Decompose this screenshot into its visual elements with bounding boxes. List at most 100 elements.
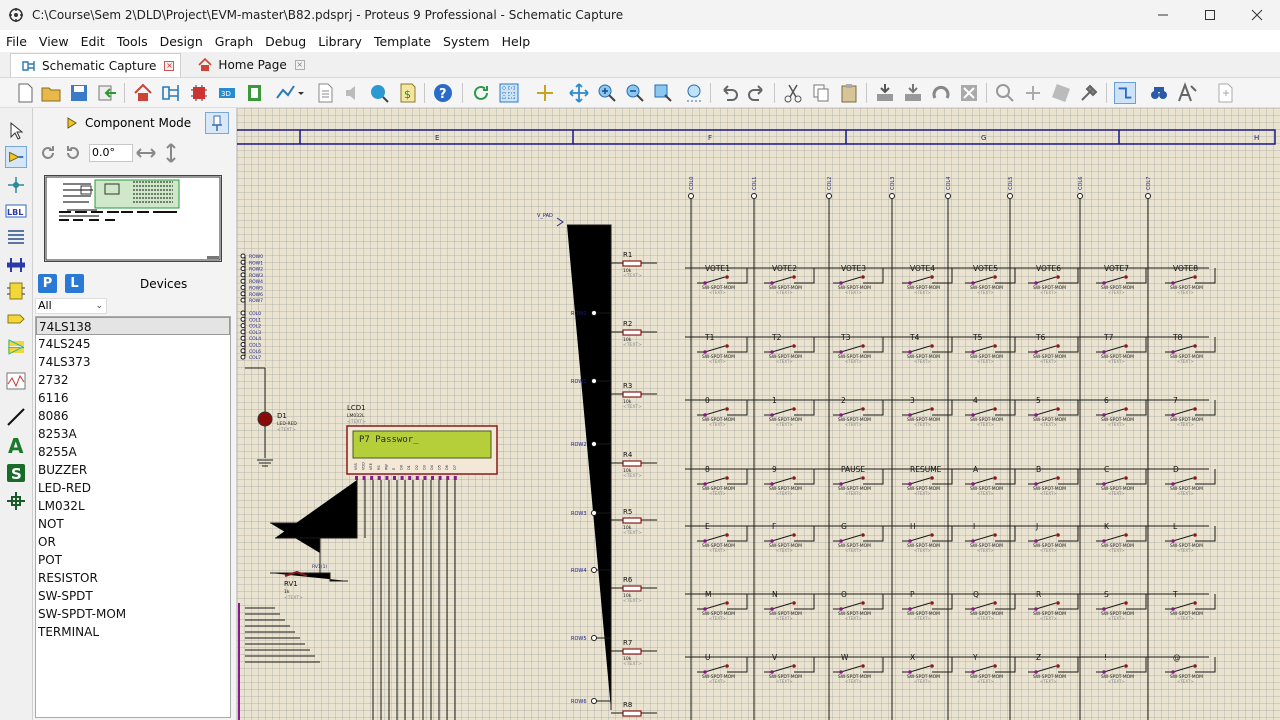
terminals-mode-icon[interactable] (5, 308, 27, 330)
block-delete-icon[interactable] (958, 82, 980, 104)
refresh-icon[interactable] (470, 82, 492, 104)
bus-row-terminal[interactable] (240, 259, 246, 265)
bus-col-terminal[interactable] (240, 348, 246, 354)
marker-tool-icon[interactable] (5, 490, 27, 512)
pcb-layout-icon[interactable] (188, 82, 210, 104)
wire-autorouter-icon[interactable] (1114, 82, 1136, 104)
pan-icon[interactable] (568, 82, 590, 104)
origin-icon[interactable] (534, 82, 556, 104)
open-folder-icon[interactable] (40, 82, 62, 104)
make-device-icon[interactable] (1022, 82, 1044, 104)
resistor-body[interactable] (622, 391, 642, 398)
zoom-area-icon[interactable] (684, 82, 706, 104)
new-sheet-icon[interactable] (1214, 82, 1236, 104)
device-item-or[interactable]: OR (38, 535, 56, 549)
text-script-icon[interactable] (5, 226, 27, 248)
zoom-in-icon[interactable] (596, 82, 618, 104)
tab-close-icon[interactable]: × (294, 60, 305, 70)
device-item-8253a[interactable]: 8253A (38, 427, 77, 441)
rotate-anticlockwise-icon[interactable] (63, 143, 83, 163)
menu-system[interactable]: System (443, 33, 490, 49)
tab-close-icon[interactable]: × (164, 60, 175, 71)
toggle-grid-icon[interactable] (498, 82, 520, 104)
simulation-icon[interactable] (274, 82, 296, 104)
symbol-tool-icon[interactable]: S (5, 462, 27, 484)
junction-dot-icon[interactable] (5, 174, 27, 196)
pricing-icon[interactable]: $ (396, 82, 418, 104)
device-item-74ls245[interactable]: 74LS245 (38, 337, 91, 351)
mirror-vertical-icon[interactable] (161, 142, 181, 164)
gerber-viewer-icon[interactable] (244, 82, 266, 104)
menu-help[interactable]: Help (501, 33, 531, 49)
search-tag-icon[interactable] (1148, 82, 1170, 104)
menu-edit[interactable]: Edit (80, 33, 105, 49)
line-tool-icon[interactable] (5, 406, 27, 428)
new-file-icon[interactable] (14, 82, 36, 104)
menu-graph[interactable]: Graph (214, 33, 254, 49)
text-tool-icon[interactable]: A (5, 434, 27, 456)
device-item-sw-spdt-mom[interactable]: SW-SPDT-MOM (38, 607, 127, 621)
menu-debug[interactable]: Debug (265, 33, 307, 49)
device-item-6116[interactable]: 6116 (38, 391, 69, 405)
overview-window[interactable] (44, 175, 222, 262)
rotation-angle-input[interactable]: 0.0° (89, 144, 133, 162)
bus-col-terminal[interactable] (240, 316, 246, 322)
resistor-body[interactable] (622, 517, 642, 524)
col-terminal[interactable] (1077, 193, 1083, 199)
bus-row-terminal[interactable] (240, 285, 246, 290)
menu-view[interactable]: View (38, 33, 69, 49)
device-item-buzzer[interactable]: BUZZER (38, 463, 88, 477)
device-item-not[interactable]: NOT (38, 517, 64, 531)
bus-col-terminal[interactable] (240, 354, 246, 360)
bus-row-terminal[interactable] (240, 278, 246, 284)
save-icon[interactable] (68, 82, 90, 104)
subcircuit-icon[interactable] (5, 280, 27, 302)
resistor-body[interactable] (622, 710, 642, 717)
maximize-button[interactable] (1186, 0, 1233, 30)
device-item-sw-spdt[interactable]: SW-SPDT (38, 589, 93, 603)
block-rotate-icon[interactable] (930, 82, 952, 104)
wire-label-icon[interactable]: LBL (5, 200, 27, 222)
cut-icon[interactable] (782, 82, 804, 104)
menu-library[interactable]: Library (318, 33, 362, 49)
mirror-horizontal-icon[interactable] (135, 143, 157, 163)
col-terminal[interactable] (945, 193, 951, 199)
close-button[interactable] (1233, 0, 1280, 30)
menu-file[interactable]: File (6, 33, 27, 49)
3d-viewer-icon[interactable]: 3D (216, 82, 238, 104)
row-terminal[interactable] (591, 567, 597, 573)
bus-row-terminal[interactable] (240, 291, 246, 297)
dropdown-arrow-icon[interactable] (296, 82, 306, 104)
device-item-8255a[interactable]: 8255A (38, 445, 77, 459)
pick-devices-button[interactable]: P (38, 274, 57, 293)
col-terminal[interactable] (1145, 193, 1151, 199)
col-terminal[interactable] (751, 193, 757, 199)
resistor-body[interactable] (622, 648, 642, 655)
block-move-icon[interactable] (902, 82, 924, 104)
row-terminal[interactable] (591, 378, 597, 384)
graph-mode-icon[interactable] (5, 370, 27, 392)
device-item-terminal[interactable]: TERMINAL (38, 625, 100, 639)
menu-design[interactable]: Design (159, 33, 203, 49)
device-list[interactable]: 74LS138 74LS245 74LS373 2732 6116 8086 8… (35, 316, 231, 718)
led-d1[interactable] (257, 411, 273, 427)
bus-row-terminal[interactable] (240, 253, 246, 259)
device-item-lm032l[interactable]: LM032L (38, 499, 85, 513)
resistor-body[interactable] (622, 585, 642, 592)
col-terminal[interactable] (1007, 193, 1013, 199)
device-item-8086[interactable]: 8086 (38, 409, 69, 423)
zoom-all-icon[interactable] (652, 82, 674, 104)
device-item-74ls138[interactable]: 74LS138 (36, 317, 230, 335)
row-terminal[interactable] (591, 441, 597, 447)
device-item-pot[interactable]: POT (38, 553, 63, 567)
selection-mode-icon[interactable] (5, 120, 27, 142)
device-item-led-red[interactable]: LED-RED (38, 481, 91, 495)
minimize-button[interactable] (1139, 0, 1186, 30)
row-terminal[interactable] (591, 510, 597, 516)
bus-col-terminal[interactable] (240, 323, 246, 329)
component-mode-icon[interactable] (5, 146, 27, 168)
decompose-icon[interactable] (1078, 82, 1100, 104)
tab-schematic-capture[interactable]: Schematic Capture × (10, 53, 182, 77)
row-terminal[interactable] (591, 698, 597, 704)
